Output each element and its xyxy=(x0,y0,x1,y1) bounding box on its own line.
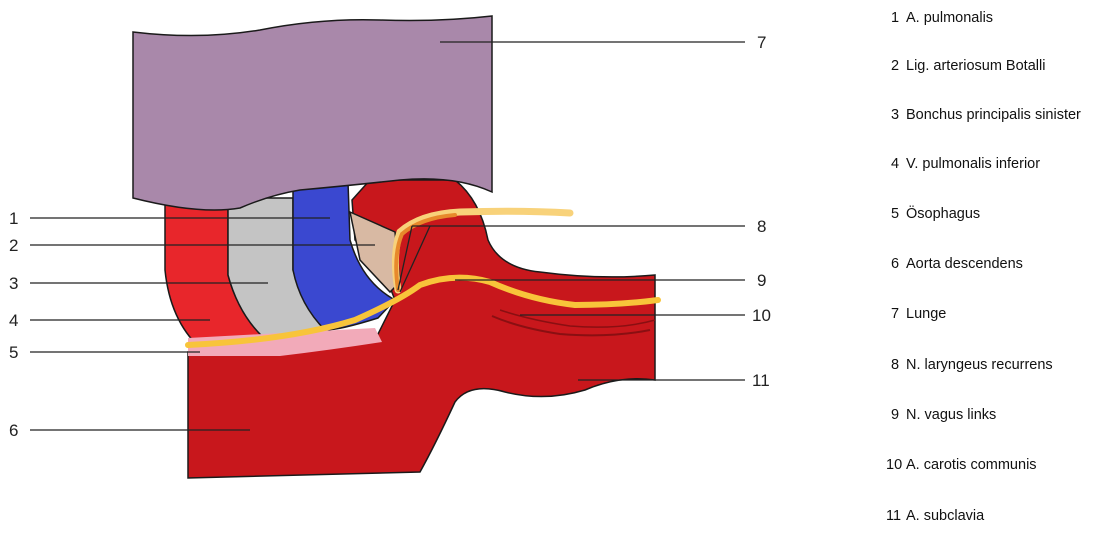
callout-11: 11 xyxy=(752,371,770,390)
callout-8: 8 xyxy=(757,217,766,236)
legend-num-7: 7 xyxy=(891,306,899,322)
callout-9: 9 xyxy=(757,271,766,290)
legend-num-3: 3 xyxy=(891,107,899,123)
callout-1: 1 xyxy=(9,209,18,228)
legend-text-10: A. carotis communis xyxy=(906,457,1037,473)
callout-3: 3 xyxy=(9,274,18,293)
legend-num-9: 9 xyxy=(891,407,899,423)
legend-num-8: 8 xyxy=(891,357,899,373)
legend-num-5: 5 xyxy=(891,206,899,222)
callout-10: 10 xyxy=(752,306,771,325)
callout-7: 7 xyxy=(757,33,766,52)
legend-text-2: Lig. arteriosum Botalli xyxy=(906,58,1045,74)
legend-text-3: Bonchus principalis sinister xyxy=(906,107,1081,123)
legend-text-11: A. subclavia xyxy=(906,508,985,524)
legend-num-11: 11 xyxy=(886,508,901,524)
callout-5: 5 xyxy=(9,343,18,362)
legend-num-10: 10 xyxy=(886,457,902,473)
legend: 1 A. pulmonalis 2 Lig. arteriosum Botall… xyxy=(886,10,1081,524)
callout-4: 4 xyxy=(9,311,18,330)
legend-text-7: Lunge xyxy=(906,306,946,322)
legend-num-2: 2 xyxy=(891,58,899,74)
callout-6: 6 xyxy=(9,421,18,440)
legend-text-5: Ösophagus xyxy=(906,204,980,222)
legend-text-9: N. vagus links xyxy=(906,407,996,423)
legend-num-1: 1 xyxy=(891,10,899,26)
callout-2: 2 xyxy=(9,236,18,255)
legend-text-4: V. pulmonalis inferior xyxy=(906,156,1040,172)
legend-num-6: 6 xyxy=(891,256,899,272)
legend-text-8: N. laryngeus recurrens xyxy=(906,357,1053,373)
legend-text-1: A. pulmonalis xyxy=(906,10,993,26)
legend-num-4: 4 xyxy=(891,156,899,172)
legend-text-6: Aorta descendens xyxy=(906,256,1023,272)
